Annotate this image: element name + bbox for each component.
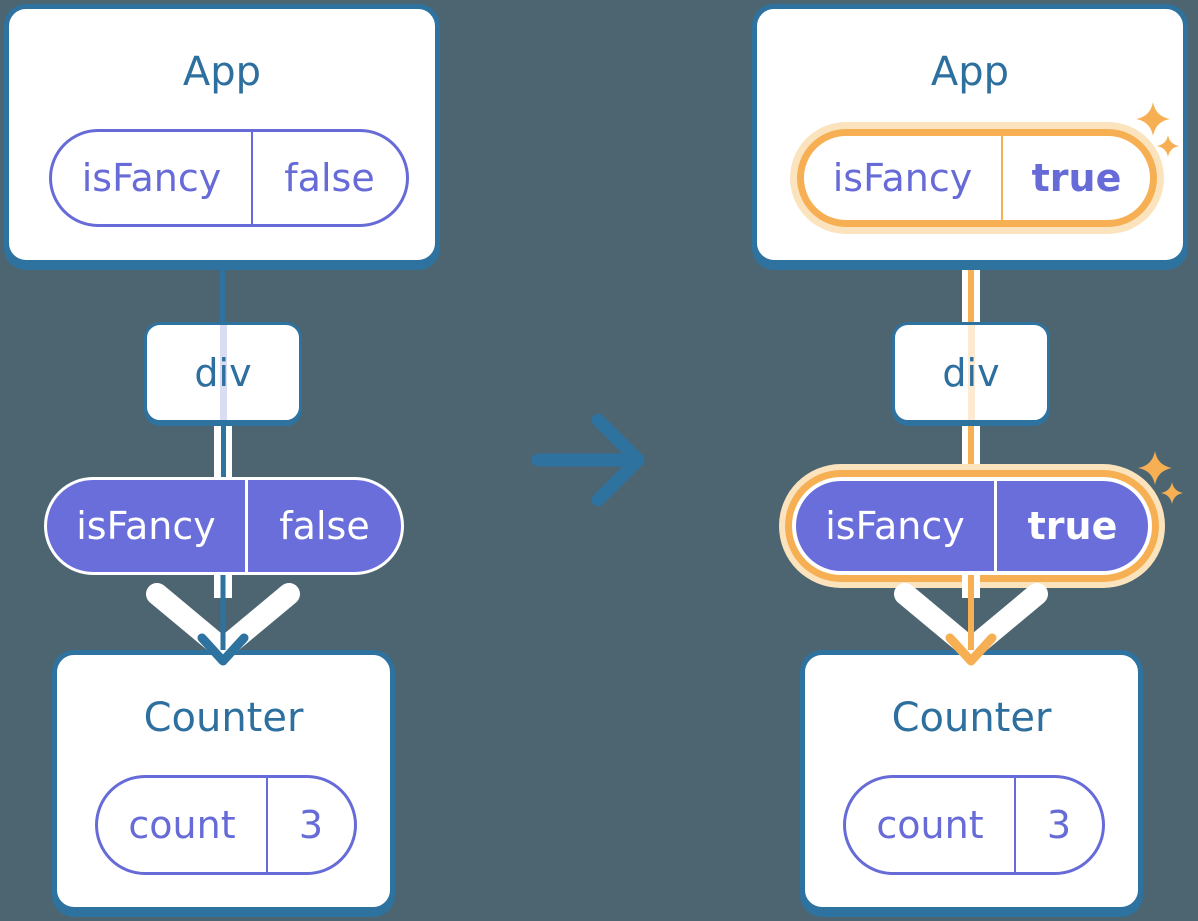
- connector-app-to-div: [220, 266, 225, 326]
- transition-right-arrow-icon: [531, 413, 645, 507]
- counter-state-pill: count 3: [95, 775, 357, 875]
- prop-name: isFancy: [47, 480, 248, 572]
- arrow-white-flank: [214, 575, 232, 598]
- arrow-white-flank: [962, 575, 980, 598]
- sparkle-icon: [1157, 135, 1179, 157]
- diagram-after: App isFancy true div isFancy true Counte…: [748, 0, 1198, 921]
- counter-card: Counter count 3: [800, 650, 1143, 912]
- state-value: true: [1031, 156, 1122, 200]
- connector-core-line: [968, 266, 974, 326]
- state-value: false: [284, 156, 375, 200]
- prop-value: false: [279, 504, 370, 548]
- state-name: count: [98, 778, 268, 872]
- sparkle-icon: [1161, 482, 1183, 504]
- white-chevron: [146, 583, 300, 660]
- state-name: isFancy: [804, 136, 1003, 220]
- state-name: count: [846, 778, 1016, 872]
- connector-app-to-div: [962, 266, 980, 326]
- diagram-before: App isFancy false div isFancy false Coun…: [0, 0, 456, 921]
- pass-through-line: [219, 325, 227, 420]
- state-value: 3: [1046, 803, 1072, 847]
- prop-value: true: [1027, 504, 1118, 548]
- state-value: 3: [298, 803, 324, 847]
- pass-through-line: [967, 325, 975, 420]
- counter-card-title: Counter: [891, 695, 1052, 741]
- app-state-pill-highlighted: isFancy true: [797, 129, 1157, 227]
- prop-pill-highlighted: isFancy true: [792, 477, 1152, 575]
- div-node: div: [892, 322, 1050, 423]
- white-chevron: [894, 583, 1048, 660]
- connector-div-to-prop: [962, 419, 980, 480]
- app-card: App isFancy false: [4, 4, 440, 265]
- prop-pill: isFancy false: [44, 477, 404, 575]
- sparkle-icon: [1136, 102, 1170, 136]
- connector-core-line: [220, 419, 226, 480]
- counter-card: Counter count 3: [52, 650, 395, 912]
- app-state-pill: isFancy false: [49, 129, 409, 227]
- prop-name: isFancy: [796, 481, 997, 571]
- connector-core-line: [968, 419, 974, 480]
- app-card-title: App: [930, 49, 1010, 95]
- connector-div-to-prop: [214, 419, 232, 480]
- sparkle-icon: [1138, 451, 1172, 485]
- state-name: isFancy: [52, 132, 253, 224]
- app-card: App isFancy true: [752, 4, 1188, 265]
- div-node-label: div: [942, 350, 1000, 395]
- div-node-label: div: [194, 350, 252, 395]
- counter-card-title: Counter: [143, 695, 304, 741]
- counter-state-pill: count 3: [843, 775, 1105, 875]
- app-card-title: App: [182, 49, 262, 95]
- div-node: div: [144, 322, 302, 423]
